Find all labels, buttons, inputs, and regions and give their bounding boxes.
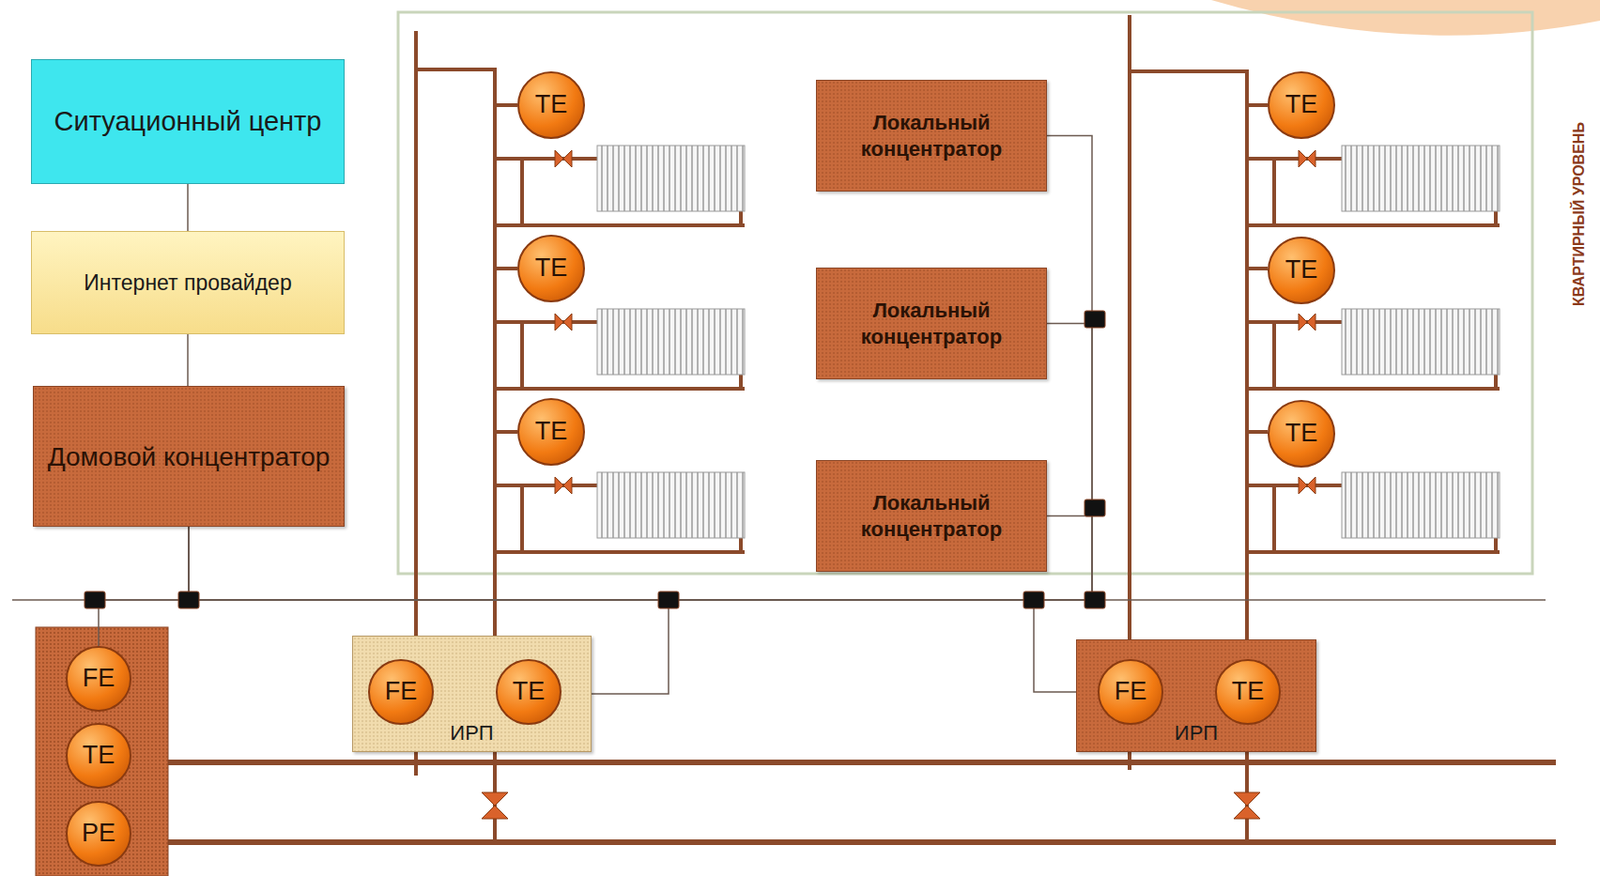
- signal-line: [188, 136, 1093, 601]
- device-box: ИРП FE TE: [352, 635, 592, 753]
- node-text: ИРП: [353, 720, 591, 747]
- sensor-circle: TE: [1267, 400, 1336, 468]
- node-text: PE: [81, 817, 116, 850]
- node-text: TE: [535, 252, 569, 285]
- bus-coupler: [658, 591, 679, 609]
- node-text: FE: [384, 676, 418, 708]
- device-box: Локальный концентратор: [815, 79, 1047, 192]
- node-text: Локальный концентратор: [816, 297, 1047, 350]
- node-text: Ситуационный центр: [54, 104, 323, 139]
- signal-line: [98, 526, 189, 647]
- node-text: Домовой концентратор: [47, 440, 331, 474]
- device-box: Локальный концентратор: [815, 267, 1047, 380]
- device-box: Ситуационный центр: [30, 59, 345, 185]
- signal-line: [186, 184, 189, 231]
- sensor-circle: TE: [517, 234, 585, 303]
- node-text: TE: [1231, 676, 1265, 708]
- bus-coupler: [1084, 310, 1106, 328]
- device-box: ИРП FE TE: [1076, 639, 1317, 753]
- bus-coupler: [178, 591, 200, 609]
- node-text: Интернет провайдер: [83, 269, 292, 297]
- sensor-circle: FE: [368, 659, 434, 725]
- device-box: Домовой концентратор: [32, 385, 345, 527]
- bus-coupler: [1023, 591, 1045, 609]
- signal-line: [186, 334, 189, 386]
- bus-coupler: [84, 591, 106, 609]
- sensor-circle: TE: [517, 71, 585, 139]
- sensor-cabinet: [35, 627, 169, 876]
- node-text: TE: [535, 89, 569, 122]
- node-text: TE: [1285, 254, 1319, 287]
- sensor-circle: TE: [1215, 659, 1281, 725]
- node-text: TE: [1285, 417, 1319, 450]
- sensor-circle: PE: [65, 800, 132, 867]
- sensor-circle: TE: [495, 659, 562, 725]
- bus-coupler: [1084, 499, 1106, 517]
- node-text: Локальный концентратор: [816, 490, 1047, 542]
- sensor-circle: TE: [65, 723, 132, 789]
- decor-swoosh: [1211, 0, 1600, 36]
- sensor-circle: FE: [65, 646, 132, 712]
- sensor-circle: TE: [517, 398, 585, 466]
- valves: [481, 150, 1316, 819]
- sensor-circle: TE: [1267, 71, 1336, 139]
- node-text: ИРП: [1076, 720, 1316, 747]
- level-label: КВАРТИРНЫЙ УРОВЕНЬ: [1570, 122, 1588, 307]
- device-box: Интернет провайдер: [30, 230, 345, 335]
- apartment-frame: [398, 12, 1533, 574]
- node-text: TE: [512, 676, 546, 708]
- sensor-circle: FE: [1097, 659, 1164, 725]
- node-text: Локальный концентратор: [816, 109, 1047, 162]
- pipes: [168, 15, 1556, 843]
- device-box: Локальный концентратор: [815, 460, 1047, 572]
- node-text: TE: [1285, 89, 1319, 122]
- node-text: FE: [1114, 676, 1148, 708]
- sensor-circle: TE: [1267, 236, 1336, 305]
- bus-coupler: [1084, 591, 1106, 609]
- node-text: TE: [535, 415, 569, 448]
- node-text: FE: [82, 662, 116, 695]
- node-text: TE: [82, 739, 116, 772]
